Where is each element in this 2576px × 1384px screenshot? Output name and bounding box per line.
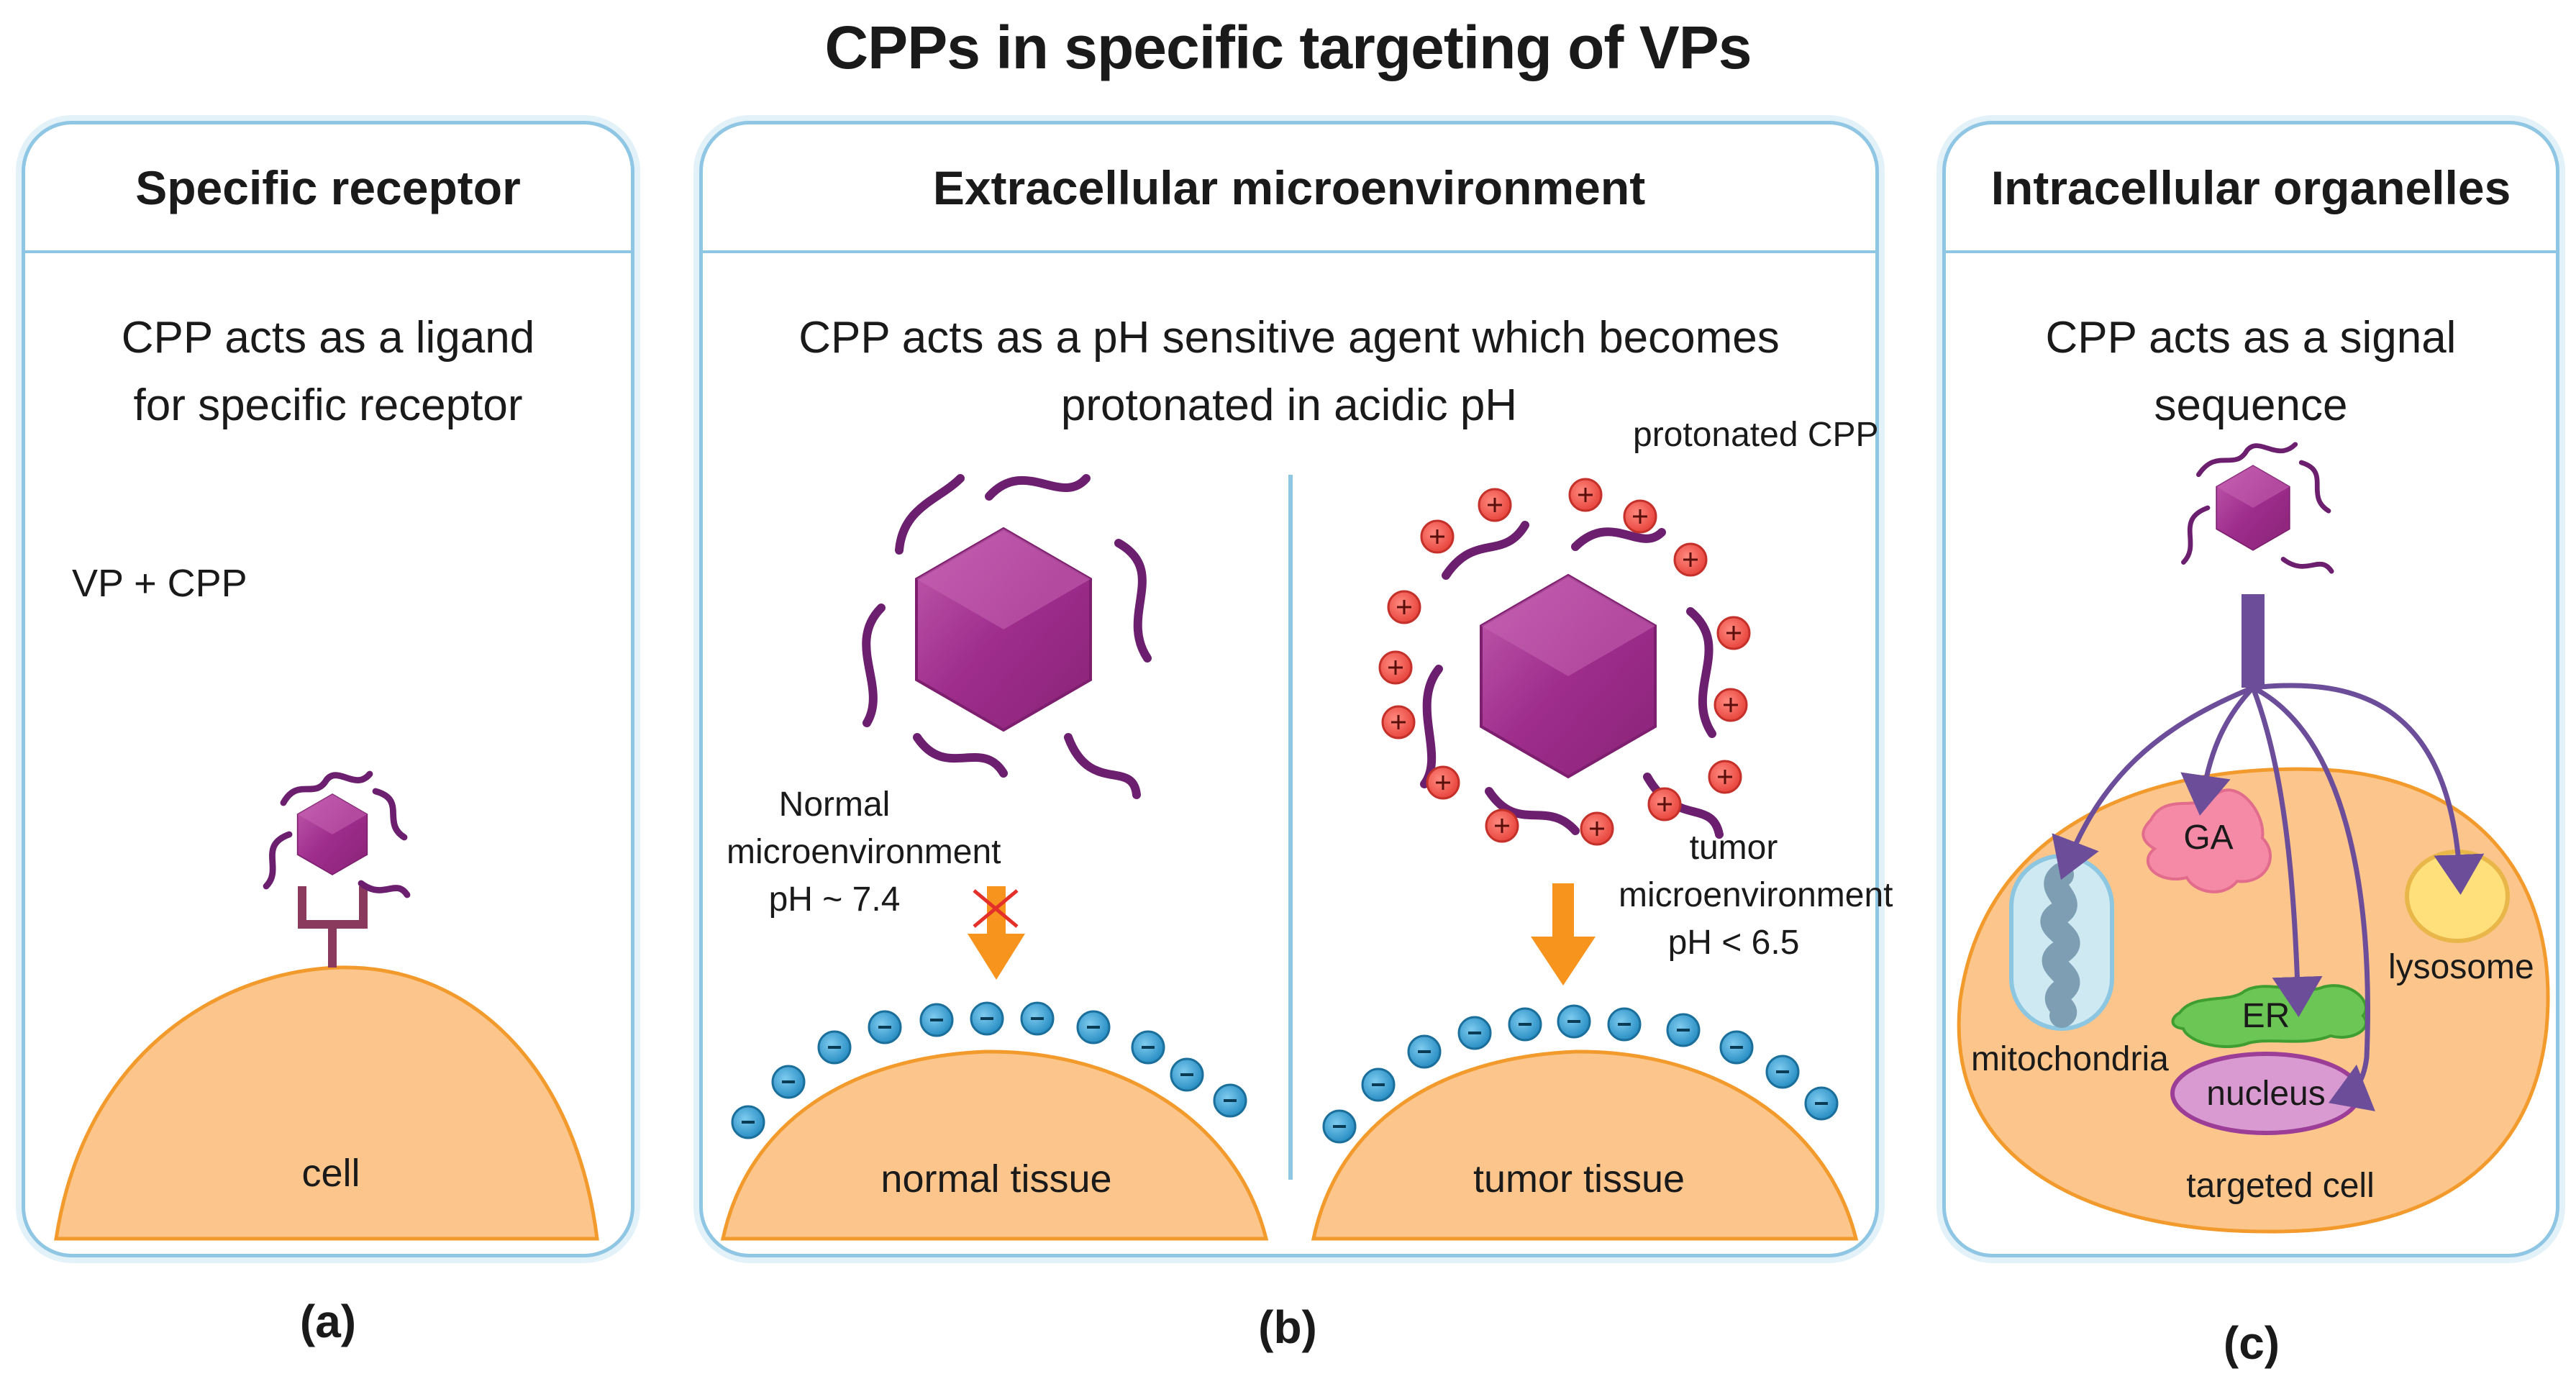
protonated-cpp-label: protonated CPP — [1633, 416, 1879, 454]
normal-tissue-label: normal tissue — [880, 1157, 1112, 1201]
panel-a-heading: Specific receptor — [25, 124, 631, 253]
er-label: ER — [2242, 997, 2290, 1035]
panel-a-description-line1: CPP acts as a ligand — [121, 313, 535, 363]
mitochondria-organelle — [2009, 854, 2114, 1031]
tumor-tissue-shape — [1311, 1050, 1859, 1241]
panel-c-vp-cpp-particle — [2181, 442, 2334, 574]
mitochondria-label: mitochondria — [1971, 1040, 2169, 1078]
panel-specific-receptor: Specific receptor CPP acts as a ligand f… — [22, 121, 634, 1257]
cell-label: cell — [301, 1152, 360, 1195]
panel-c-heading: Intracellular organelles — [1946, 124, 2556, 253]
vp-cpp-label: VP + CPP — [72, 562, 247, 605]
normal-environment-line1: Normal — [778, 786, 891, 824]
normal-vp-cpp-particle — [862, 474, 1152, 799]
normal-environment-line3: pH ~ 7.4 — [768, 880, 901, 919]
blocked-entry-arrow — [968, 886, 1025, 980]
panel-a-caption: (a) — [299, 1296, 357, 1347]
lysosome-label: lysosome — [2388, 948, 2534, 986]
panel-c-description: CPP acts as a signal sequence — [2045, 313, 2457, 430]
tumor-environment-line2: microenvironment — [1619, 876, 1893, 914]
tumor-tissue-label: tumor tissue — [1473, 1157, 1685, 1201]
panel-a-cell — [54, 965, 599, 1241]
entry-arrow — [1531, 883, 1596, 985]
targeting-arrows — [2052, 683, 2485, 1111]
signal-stem — [2242, 594, 2265, 688]
panel-c-caption: (c) — [2223, 1317, 2280, 1369]
normal-tissue-shape — [720, 1050, 1269, 1241]
normal-environment-line2: microenvironment — [727, 833, 1001, 871]
nucleus-label: nucleus — [2206, 1075, 2326, 1113]
targeted-cell-label: targeted cell — [2186, 1167, 2375, 1205]
panel-a-description-line2: for specific receptor — [133, 381, 523, 430]
tumor-environment-line1: tumor — [1689, 829, 1778, 867]
figure-title: CPPs in specific targeting of VPs — [824, 14, 1752, 81]
panel-b-description-line2: protonated in acidic pH — [1060, 381, 1518, 430]
receptor-icon — [298, 886, 368, 968]
protonated-vp-cpp-particle — [1420, 521, 1724, 839]
tumor-environment-line3: pH < 6.5 — [1667, 924, 1800, 962]
panel-a-vp-cpp-particle — [263, 770, 411, 898]
panel-b-caption: (b) — [1258, 1301, 1317, 1353]
panel-b-description-line1: CPP acts as a pH sensitive agent which b… — [798, 313, 1780, 363]
ga-label: GA — [2183, 819, 2234, 857]
panel-b-heading: Extracellular microenvironment — [703, 124, 1875, 253]
